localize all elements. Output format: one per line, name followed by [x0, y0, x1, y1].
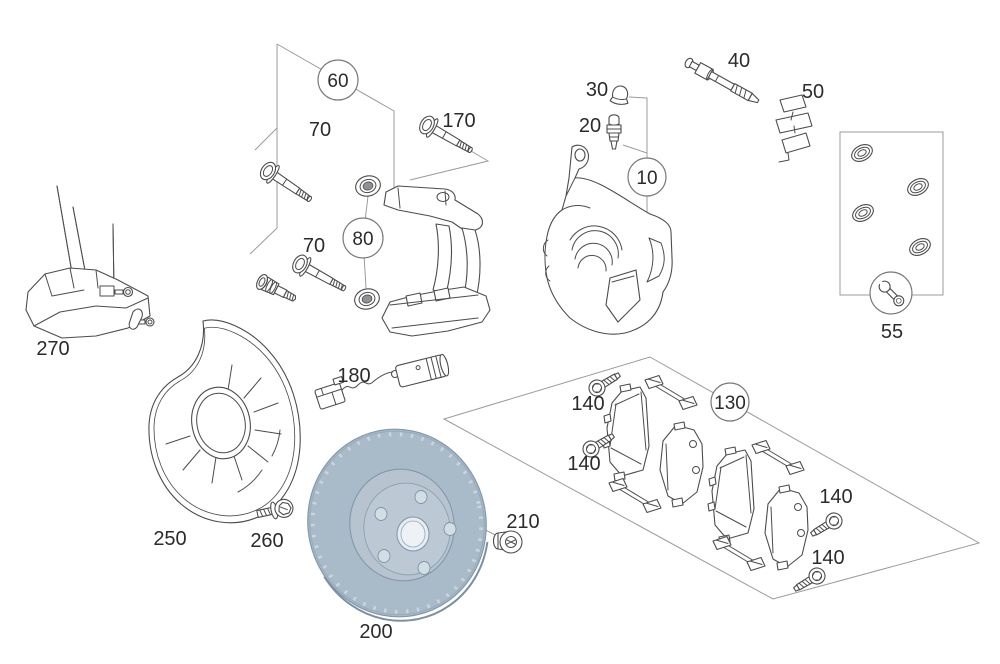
callout-label[interactable]: 60	[327, 71, 348, 92]
wrench-icon	[877, 279, 905, 307]
torx-bolt-260	[256, 498, 294, 520]
brake-disc-200	[307, 428, 490, 622]
label-180[interactable]: 180	[337, 365, 370, 387]
callout-label[interactable]: 80	[352, 229, 373, 250]
label-70-upper[interactable]: 70	[309, 119, 331, 141]
label-210[interactable]: 210	[506, 511, 539, 533]
label-140-d[interactable]: 140	[811, 547, 844, 569]
pad-kit-boundary	[442, 356, 981, 600]
bleeder-valve-20	[606, 114, 622, 150]
guide-bolt-70-upper	[256, 158, 318, 210]
brake-pad-inner-left	[602, 383, 650, 482]
brake-pad-inner-right	[707, 446, 755, 545]
brake-pad-outer-left	[659, 421, 704, 508]
bushing-80-upper	[355, 175, 381, 197]
brake-pad-outer-right	[764, 484, 809, 571]
disc-edge-scallops	[310, 432, 484, 614]
bracket-bolt	[114, 286, 134, 298]
disc-lug-holes	[374, 490, 457, 575]
bushing-80-lower	[354, 288, 380, 310]
retaining-clips	[712, 535, 766, 572]
callout-60[interactable]: 60	[317, 59, 359, 101]
guide-bolt-70-lower	[288, 251, 351, 299]
label-20[interactable]: 20	[579, 115, 601, 137]
bleeder-cap-30	[609, 85, 629, 105]
label-40[interactable]: 40	[728, 50, 750, 72]
shield-vent-slots	[165, 364, 282, 493]
wear-sensor-180	[314, 353, 450, 410]
pad-bolt-140-c	[807, 509, 846, 542]
callout-130[interactable]: 130	[710, 382, 750, 422]
seal-kit-55	[839, 131, 944, 315]
label-140-a[interactable]: 140	[571, 393, 604, 415]
callout-label[interactable]: 130	[714, 393, 746, 414]
callout-10[interactable]: 10	[627, 157, 667, 197]
label-260[interactable]: 260	[250, 530, 283, 552]
retaining-clips	[751, 439, 805, 476]
retaining-clips	[644, 374, 698, 411]
label-170[interactable]: 170	[442, 110, 475, 132]
harness-bracket-270	[25, 185, 155, 339]
label-270[interactable]: 270	[36, 338, 69, 360]
callout-label[interactable]: 10	[636, 168, 657, 189]
caliper-carrier-bracket	[381, 185, 491, 337]
callout-80[interactable]: 80	[342, 217, 384, 259]
retaining-clips	[608, 477, 662, 514]
lock-screw-210	[492, 530, 523, 554]
label-140-c[interactable]: 140	[819, 486, 852, 508]
label-200[interactable]: 200	[359, 621, 392, 643]
label-250[interactable]: 250	[153, 528, 186, 550]
label-70-lower[interactable]: 70	[303, 235, 325, 257]
splash-shield-250	[148, 319, 301, 524]
brake-caliper-10	[542, 144, 673, 335]
pad-bolt-140-d	[790, 564, 829, 597]
guide-pin-40	[684, 57, 760, 104]
label-30[interactable]: 30	[586, 79, 608, 101]
guide-pin-sleeve	[253, 272, 300, 307]
spring-clip-50	[775, 94, 813, 163]
label-140-b[interactable]: 140	[567, 453, 600, 475]
label-50[interactable]: 50	[802, 81, 824, 103]
cable-hook	[128, 308, 143, 330]
label-55[interactable]: 55	[881, 321, 903, 343]
